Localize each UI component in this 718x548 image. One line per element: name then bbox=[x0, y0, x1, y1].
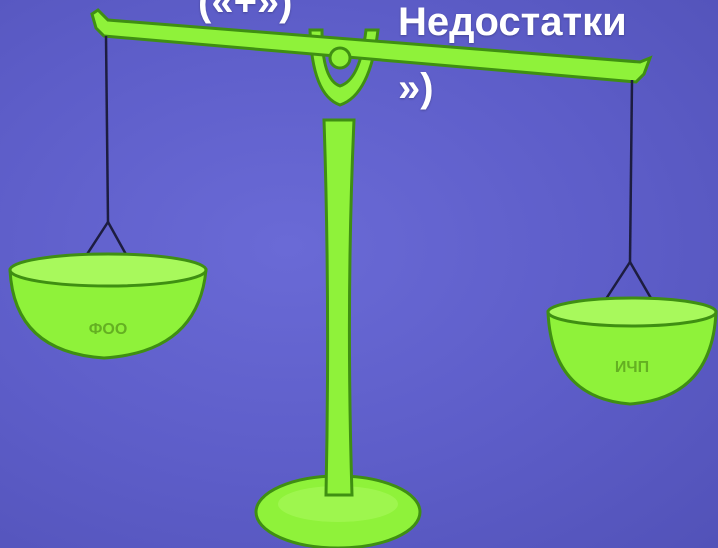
scale-fork bbox=[308, 28, 380, 107]
scale-column bbox=[322, 118, 356, 497]
right-pan-label: ИЧП bbox=[615, 359, 649, 376]
pros-caption: («+») bbox=[198, 0, 293, 24]
cons-caption-line2: ») bbox=[398, 66, 434, 110]
scale-beam bbox=[90, 8, 653, 84]
cons-caption-line1: Недостатки bbox=[398, 0, 627, 44]
left-pan-label: ФОО bbox=[89, 321, 128, 338]
left-pan: ФОО bbox=[8, 252, 208, 360]
right-pan: ИЧП bbox=[546, 296, 718, 406]
